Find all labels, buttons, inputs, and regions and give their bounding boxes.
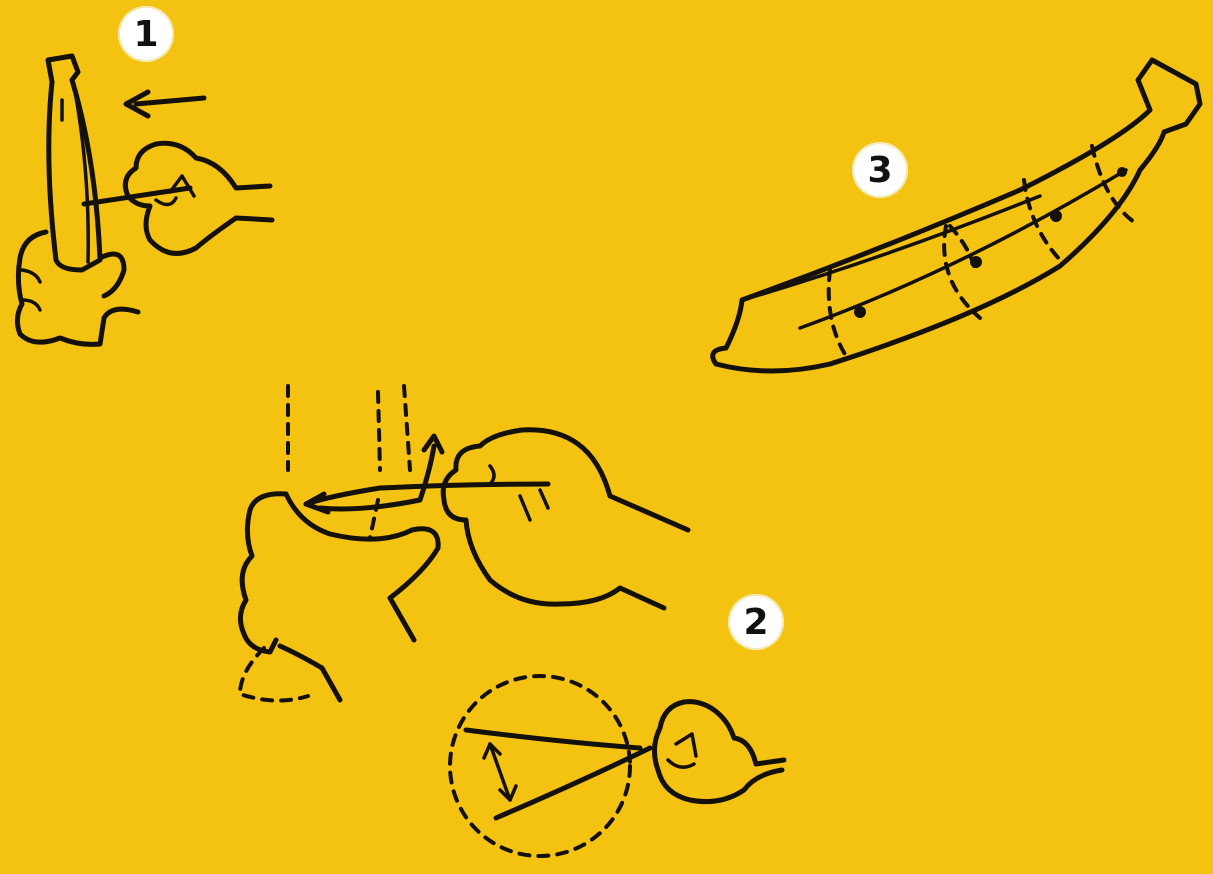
- step-one-badge: 1: [118, 6, 174, 62]
- step-two-badge: 2: [728, 594, 784, 650]
- panel-one-illustration: [17, 56, 272, 344]
- panel-two-detail-illustration: [450, 676, 784, 856]
- panel-two-illustration: [240, 386, 688, 701]
- step-three-badge: 3: [852, 142, 908, 198]
- panel-three-illustration: [713, 60, 1200, 371]
